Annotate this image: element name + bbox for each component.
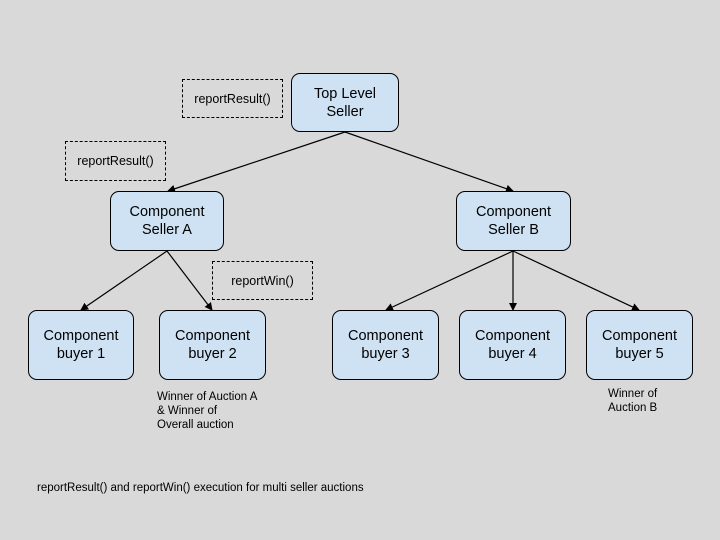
component-buyer-2-node: Component buyer 2 — [159, 310, 266, 380]
report-result-seller-a-callout: reportResult() — [65, 141, 166, 181]
winner-auction-a-note: Winner of Auction A & Winner of Overall … — [157, 391, 258, 431]
edge-seller-b-to-buyer-3 — [385, 250, 514, 311]
report-result-top-callout: reportResult() — [182, 79, 283, 118]
component-buyer-3-node: Component buyer 3 — [332, 310, 439, 380]
winner-auction-b-note: Winner of Auction B — [608, 388, 658, 414]
component-buyer-1-node: Component buyer 1 — [28, 310, 134, 380]
component-buyer-4-node: Component buyer 4 — [459, 310, 566, 380]
component-seller-b-node: Component Seller B — [456, 191, 571, 251]
report-win-callout: reportWin() — [212, 261, 313, 300]
component-seller-a-node: Component Seller A — [110, 191, 224, 251]
figure-caption: reportResult() and reportWin() execution… — [37, 482, 364, 494]
edge-top-to-seller-b — [344, 131, 514, 193]
edge-seller-a-to-buyer-2 — [166, 250, 213, 311]
component-buyer-5-node: Component buyer 5 — [586, 310, 693, 380]
top-level-seller-node: Top Level Seller — [291, 73, 399, 132]
edge-top-to-seller-a — [167, 131, 346, 193]
edge-seller-a-to-buyer-1 — [80, 250, 168, 311]
edge-seller-b-to-buyer-5 — [512, 250, 640, 311]
